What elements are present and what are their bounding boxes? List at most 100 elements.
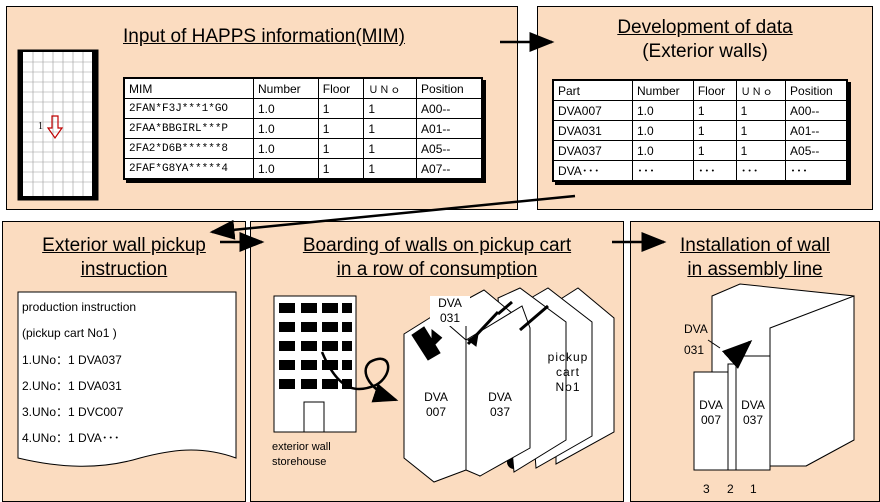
- assembly-walls: [693, 283, 855, 471]
- table-cell: 1.0: [632, 100, 694, 121]
- table-cell: 1.0: [632, 120, 694, 141]
- doc-line: (pickup cart No1 ): [22, 326, 117, 340]
- cart-wall-a-line2: 007: [425, 405, 447, 419]
- install-wall-a-line2: 007: [700, 413, 722, 427]
- table-cell: 1.0: [253, 118, 319, 139]
- table-row: 2FAN*F3J***1*GO 1.0 1 1 A00--: [123, 98, 483, 119]
- table-cell: 1.0: [253, 138, 319, 159]
- storehouse-label: exterior wall storehouse: [272, 440, 331, 470]
- install-wall-a-line1: DVA: [699, 398, 723, 412]
- column-header: ＵＮｏ: [735, 79, 787, 101]
- table-header-row: Part Number Floor ＵＮｏ Position: [552, 79, 848, 101]
- cart-wall-b-line1: DVA: [488, 390, 512, 404]
- column-header: Number: [253, 77, 319, 99]
- table-cell: 1: [363, 98, 418, 119]
- table-cell: 1: [317, 98, 365, 119]
- table-cell: DVA･･･: [552, 160, 633, 182]
- cart-wall-a-label: DVA 007: [414, 390, 458, 420]
- table-cell: 1: [317, 118, 365, 139]
- table-cell: A05--: [785, 140, 848, 161]
- table-cell: A07--: [416, 158, 483, 180]
- mim-panel-title: Input of HAPPS information(MIM): [123, 26, 405, 47]
- pickup-cart-line1: pickup: [547, 350, 589, 364]
- table-cell: 1.0: [253, 158, 319, 180]
- cart-wall-b-line2: 037: [489, 405, 511, 419]
- pickup-cart-line3: No1: [555, 380, 581, 394]
- down-arrow-icon: [46, 115, 64, 140]
- table-cell: DVA007: [552, 100, 633, 121]
- table-cell: ･･･: [785, 160, 848, 182]
- install-wall-b-line1: DVA: [741, 398, 765, 412]
- table-cell: A01--: [785, 120, 848, 141]
- install-panel-title: Installation of wall in assembly line: [634, 234, 876, 282]
- column-header: ＵＮｏ: [363, 77, 418, 99]
- order-number: 1: [750, 482, 757, 496]
- table-cell: 1: [692, 100, 737, 121]
- table-cell: 1.0: [632, 140, 694, 161]
- table-cell: ･･･: [692, 160, 737, 182]
- table-cell: 1.0: [253, 98, 319, 119]
- install-wall-top-line2: 031: [684, 343, 705, 357]
- cart-wall-top-line1: DVA: [438, 296, 462, 310]
- pickup-cart-label: pickup cart No1: [536, 350, 600, 395]
- table-cell: 1: [735, 100, 787, 121]
- cart-walls: [403, 287, 615, 483]
- curved-arrow: [320, 351, 399, 403]
- pickup-panel-title: Exterior wall pickup instruction: [4, 234, 244, 282]
- floor-map-grid: [17, 49, 99, 201]
- table-cell: 1: [363, 158, 418, 180]
- cart-wall-a-line1: DVA: [424, 390, 448, 404]
- table-cell: A01--: [416, 118, 483, 139]
- map-marker-label: 1: [38, 121, 43, 132]
- install-wall-top-line1: DVA: [684, 322, 708, 336]
- table-cell: 2FA2*D6B******8: [123, 138, 254, 159]
- install-wall-a-label: DVA 007: [694, 398, 728, 428]
- pickup-title-line1: Exterior wall pickup: [42, 235, 206, 256]
- boarding-title-line1: Boarding of walls on pickup cart: [302, 235, 572, 256]
- order-number: 3: [703, 482, 710, 496]
- table-cell: ･･･: [735, 160, 787, 182]
- boarding-title-line2: in a row of consumption: [336, 259, 538, 280]
- storehouse-label-line1: exterior wall: [272, 441, 331, 453]
- table-row: 2FAA*BBGIRL***P 1.0 1 1 A01--: [123, 118, 483, 139]
- table-row: DVA･･･ ･･･ ･･･ ･･･ ･･･: [552, 160, 848, 182]
- mim-table: MIM Number Floor ＵＮｏ Position 2FAN*F3J**…: [123, 77, 483, 180]
- table-row: 2FA2*D6B******8 1.0 1 1 A05--: [123, 138, 483, 159]
- table-cell: ･･･: [632, 160, 694, 182]
- doc-line: 1.UNo：1 DVA037: [22, 353, 122, 367]
- arrow-dev-to-pickup: [209, 194, 576, 240]
- doc-line: 3.UNo：1 DVC007: [22, 405, 124, 419]
- table-row: 2FAF*G8YA*****4 1.0 1 1 A07--: [123, 158, 483, 180]
- table-cell: 1: [692, 140, 737, 161]
- table-cell: 1: [317, 138, 365, 159]
- column-header: Position: [416, 77, 483, 99]
- column-header: Position: [785, 79, 848, 101]
- table-cell: 1: [735, 120, 787, 141]
- table-header-row: MIM Number Floor ＵＮｏ Position: [123, 77, 483, 99]
- cart-wall-top-label: DVA 031: [430, 296, 470, 326]
- pickup-title-line2: instruction: [80, 259, 168, 280]
- table-cell: 2FAA*BBGIRL***P: [123, 118, 254, 139]
- dev-title-line1: Development of data: [617, 17, 793, 38]
- table-cell: 2FAF*G8YA*****4: [123, 158, 254, 180]
- doc-line: 2.UNo：1 DVA031: [22, 379, 122, 393]
- dev-table: Part Number Floor ＵＮｏ Position DVA007 1.…: [552, 79, 848, 182]
- table-row: DVA037 1.0 1 1 A05--: [552, 140, 848, 161]
- table-cell: 1: [317, 158, 365, 180]
- table-row: DVA007 1.0 1 1 A00--: [552, 100, 848, 121]
- boarding-panel-title: Boarding of walls on pickup cart in a ro…: [252, 234, 622, 282]
- install-title-line2: in assembly line: [687, 259, 823, 280]
- column-header: Floor: [317, 77, 365, 99]
- doc-line: production instruction: [22, 300, 137, 314]
- table-cell: A05--: [416, 138, 483, 159]
- install-title-line1: Installation of wall: [680, 235, 830, 256]
- table-cell: A00--: [785, 100, 848, 121]
- storehouse-building: [273, 295, 357, 433]
- instruction-document: [17, 291, 237, 467]
- table-cell: 2FAN*F3J***1*GO: [123, 98, 254, 119]
- column-header: MIM: [123, 77, 254, 99]
- table-cell: DVA037: [552, 140, 633, 161]
- dev-panel-title: Development of data (Exterior walls): [560, 16, 850, 64]
- table-cell: 1: [735, 140, 787, 161]
